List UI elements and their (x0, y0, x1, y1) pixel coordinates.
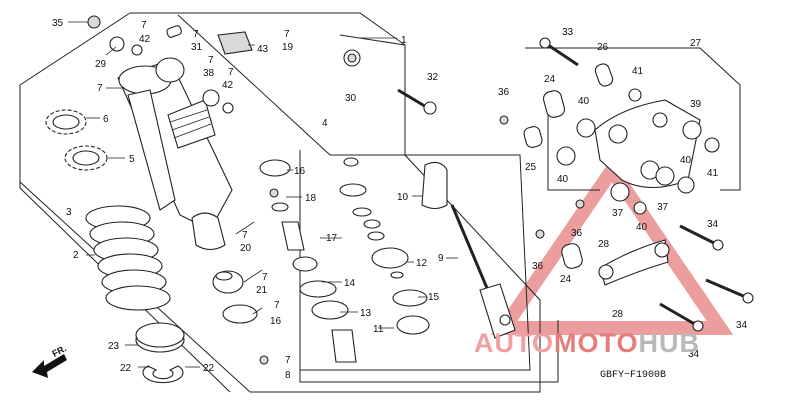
callout-24: 24 (544, 74, 556, 85)
callout-33: 33 (562, 27, 574, 38)
callout-31: 31 (191, 42, 203, 53)
front-arrow-icon (32, 354, 67, 378)
callout-9: 9 (438, 253, 444, 264)
callout-7: 7 (228, 67, 234, 78)
linkage-arm (594, 88, 720, 188)
bolt-32 (397, 88, 437, 115)
callout-42: 42 (139, 34, 151, 45)
callout-22: 22 (120, 363, 132, 374)
callout-26: 26 (597, 42, 609, 53)
linkage-rod (598, 239, 670, 286)
callout-5: 5 (129, 154, 135, 165)
callout-39: 39 (690, 99, 702, 110)
watermark-logo: AUTOMOTOHUB (474, 328, 700, 359)
callout-21: 21 (256, 285, 268, 296)
leader-lines (68, 21, 458, 368)
callout-36: 36 (571, 228, 583, 239)
callout-7: 7 (208, 55, 214, 66)
spring (85, 205, 171, 311)
callout-38: 38 (203, 68, 215, 79)
callout-11: 11 (373, 324, 384, 335)
callout-20: 20 (240, 243, 252, 254)
callout-37: 37 (657, 202, 669, 213)
callout-14: 14 (344, 278, 356, 289)
callout-8: 8 (285, 370, 291, 381)
callout-34: 34 (688, 349, 700, 360)
callout-40: 40 (578, 96, 590, 107)
callout-22: 22 (203, 363, 215, 374)
lock-rings (45, 109, 108, 171)
adjuster-parts (87, 15, 361, 114)
callout-7: 7 (284, 29, 290, 40)
callout-18: 18 (305, 193, 317, 204)
callout-42: 42 (222, 80, 234, 91)
bump-rubber (191, 159, 291, 324)
piston-stack (269, 157, 448, 363)
watermark-part-hub: HUB (638, 328, 701, 358)
callout-41: 41 (707, 168, 719, 179)
shock-absorber-body (117, 57, 233, 231)
callout-27: 27 (690, 38, 702, 49)
callout-labels: 35 29 7 42 7 31 7 19 43 1 7 7 38 7 42 30… (52, 18, 748, 381)
bolts-linkage (259, 37, 754, 365)
callout-40: 40 (680, 155, 692, 166)
watermark-part-moto: MOTO (554, 328, 639, 358)
callout-7: 7 (285, 355, 291, 366)
callout-7: 7 (141, 20, 147, 31)
callout-43: 43 (257, 44, 269, 55)
callout-7: 7 (193, 29, 199, 40)
callout-41: 41 (632, 66, 644, 77)
callout-17: 17 (326, 233, 338, 244)
spring-seat (135, 322, 185, 384)
callout-3: 3 (66, 207, 72, 218)
callout-32: 32 (427, 72, 439, 83)
callout-24: 24 (560, 274, 572, 285)
callout-19: 19 (282, 42, 294, 53)
callout-16: 16 (270, 316, 282, 327)
callout-28: 28 (612, 309, 624, 320)
callout-30: 30 (345, 93, 357, 104)
callout-7: 7 (242, 230, 248, 241)
callout-12: 12 (416, 258, 428, 269)
bushings (523, 63, 695, 269)
callout-40: 40 (636, 222, 648, 233)
callout-36: 36 (532, 261, 544, 272)
callout-36: 36 (498, 87, 510, 98)
callout-6: 6 (103, 114, 109, 125)
diagram-code: GBFY−F1900B (600, 370, 667, 381)
watermark-part-auto: AUTO (474, 328, 555, 358)
callout-37: 37 (612, 208, 624, 219)
callout-10: 10 (397, 192, 409, 203)
callout-35: 35 (52, 18, 64, 29)
callout-34: 34 (707, 219, 719, 230)
callout-13: 13 (360, 308, 372, 319)
callout-2: 2 (73, 250, 79, 261)
callout-16: 16 (294, 166, 306, 177)
callout-29: 29 (95, 59, 107, 70)
callout-23: 23 (108, 341, 120, 352)
callout-7: 7 (97, 83, 103, 94)
callout-1: 1 (401, 35, 407, 46)
callout-25: 25 (525, 162, 537, 173)
callout-4: 4 (322, 118, 328, 129)
callout-40: 40 (557, 174, 569, 185)
callout-34: 34 (736, 320, 748, 331)
callout-15: 15 (428, 292, 440, 303)
damper-rod (450, 204, 516, 339)
callout-28: 28 (598, 239, 610, 250)
callout-7: 7 (262, 272, 268, 283)
callout-7: 7 (274, 300, 280, 311)
